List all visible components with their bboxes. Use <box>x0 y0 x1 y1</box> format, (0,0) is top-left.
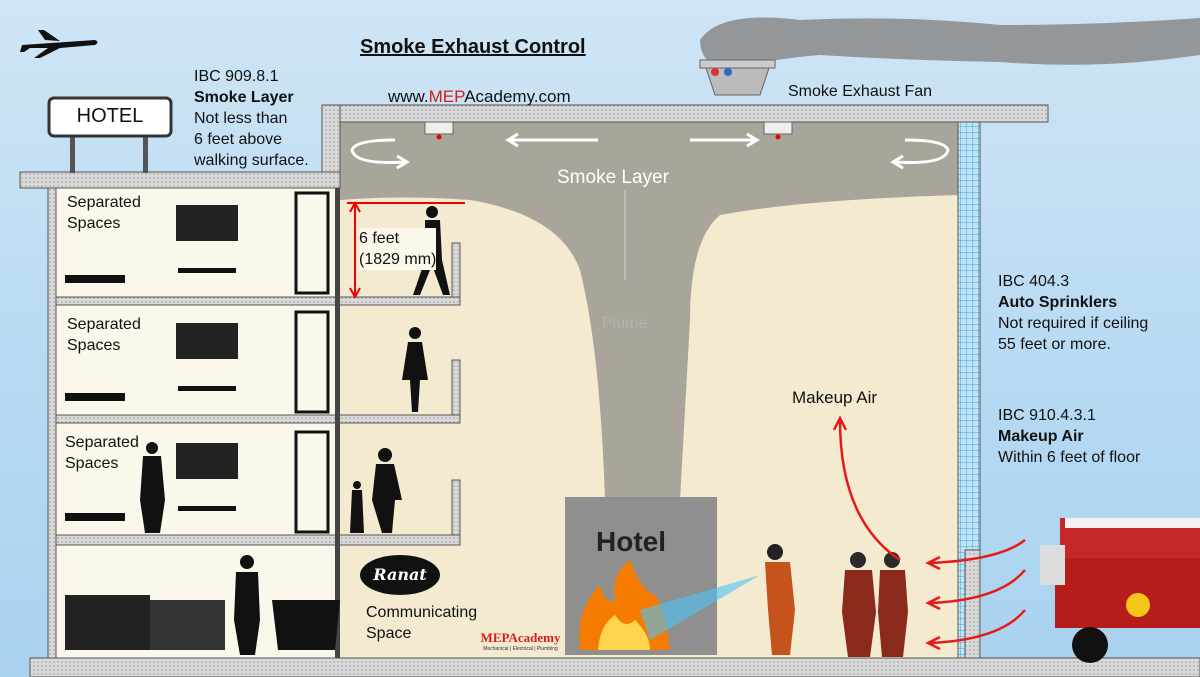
note-sprinklers: IBC 404.3 Auto Sprinklers Not required i… <box>998 271 1148 355</box>
note-line: Not less than <box>194 110 288 127</box>
note-line: Within 6 feet of floor <box>998 449 1141 466</box>
smoke-layer-label: Smoke Layer <box>557 167 669 188</box>
logo-brand: MEPAcademy <box>480 630 561 645</box>
floor-slab <box>54 414 461 424</box>
floor-slab <box>54 296 461 306</box>
logo-tagline: Mechanical | Electrical | Plumbing <box>483 646 558 652</box>
hotel-sign: HOTEL <box>76 105 144 127</box>
note-heading: Auto Sprinklers <box>998 294 1118 311</box>
room-label-line1: Separated <box>67 194 141 211</box>
lower-roof-slab <box>19 171 341 189</box>
room-label-line2: Spaces <box>67 337 121 354</box>
smoke-detector-icon <box>763 121 793 135</box>
room-label-line1: Separated <box>67 316 141 333</box>
note-code: IBC 910.4.3.1 <box>998 407 1096 424</box>
room-furniture <box>65 191 440 650</box>
firefighter-silhouettes <box>765 544 908 657</box>
restaurant-logo: Ranat <box>373 565 427 584</box>
roof-slab <box>321 104 1049 123</box>
ground-slab <box>29 657 1200 677</box>
note-line: walking surface. <box>194 152 309 169</box>
height-dimension-arrow <box>347 200 465 300</box>
note-heading: Smoke Layer <box>194 89 294 106</box>
page-title: Smoke Exhaust Control <box>360 36 586 58</box>
mep-academy-logo: MEPAcademy Mechanical | Electrical | Plu… <box>478 630 563 652</box>
note-makeup-air: IBC 910.4.3.1 Makeup Air Within 6 feet o… <box>998 405 1140 468</box>
smoke-flow-arrows <box>350 132 950 170</box>
smoke-detector-icon <box>424 121 454 135</box>
water-spray <box>640 575 760 640</box>
smoke-layer <box>340 122 958 500</box>
note-line: 6 feet above <box>194 131 283 148</box>
note-line: Not required if ceiling <box>998 315 1149 332</box>
url-suffix: Academy.com <box>464 87 571 106</box>
exhaust-smoke <box>700 17 1200 70</box>
height-label: 6 feet (1829 mm) <box>359 228 437 270</box>
floor-slab <box>54 534 461 546</box>
lobby-sign: Hotel <box>596 526 666 557</box>
communicating-line1: Communicating <box>366 604 478 621</box>
note-smoke-layer: IBC 909.8.1 Smoke Layer Not less than 6 … <box>194 66 309 171</box>
makeup-air-label: Makeup Air <box>792 388 878 407</box>
room-label-line2: Spaces <box>65 455 119 472</box>
room-label-line2: Spaces <box>67 215 121 232</box>
hotel-sign-board <box>47 96 173 138</box>
fan-label: Smoke Exhaust Fan <box>788 83 933 100</box>
note-code: IBC 404.3 <box>998 273 1070 290</box>
makeup-air-arrows <box>832 415 1026 651</box>
url-prefix: www. <box>388 87 429 106</box>
restaurant-logo-badge <box>360 555 440 595</box>
note-code: IBC 909.8.1 <box>194 68 279 85</box>
airplane-icon <box>20 30 98 58</box>
communicating-line2: Space <box>366 625 412 642</box>
note-line: 55 feet or more. <box>998 336 1111 353</box>
fire-truck <box>1040 518 1200 663</box>
plume-label: Plume <box>602 315 648 332</box>
website-url[interactable]: www.MEPAcademy.com <box>388 86 571 107</box>
url-brand: MEP <box>428 87 465 106</box>
room-label-line1: Separated <box>65 434 139 451</box>
height-mm: (1829 mm) <box>359 251 437 268</box>
height-feet: 6 feet <box>359 230 400 247</box>
note-heading: Makeup Air <box>998 428 1084 445</box>
